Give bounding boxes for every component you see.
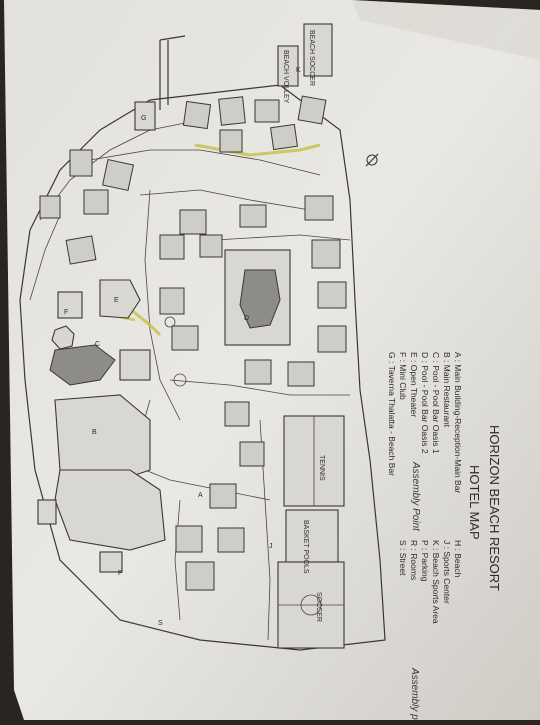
- legend-key: S: [398, 540, 408, 546]
- handwritten-assembly-point-1: Assembly Point: [410, 461, 421, 532]
- map-subtitle: HOTEL MAP: [467, 465, 482, 540]
- handwritten-assembly-point-2: Assembly point: [409, 667, 420, 720]
- map-drawing: [19, 23, 386, 651]
- legend-key: B: [442, 352, 452, 358]
- legend-text: Main Building-Reception-Main Bar: [453, 364, 463, 493]
- north-arrow-icon: [365, 153, 379, 167]
- taverna: [134, 101, 156, 131]
- label-a: A: [198, 492, 203, 499]
- tennis-label: TENNIS: [318, 455, 325, 481]
- svg-text:J : Sports Center: J : Sports Center: [442, 540, 452, 604]
- svg-text:C : Pool - Pool Bar Oasis 1: C : Pool - Pool Bar Oasis 1: [431, 352, 441, 454]
- legend-text: Taverna Thalatta - Beach Bar: [387, 366, 397, 477]
- label-p: P: [118, 570, 123, 577]
- legend-key: A: [453, 352, 463, 358]
- svg-text:B : Main Restaurant: B : Main Restaurant: [442, 352, 452, 428]
- label-c: C: [95, 341, 100, 348]
- legend-text: Open Theater: [409, 365, 419, 417]
- legend-key: H: [453, 540, 463, 546]
- legend-text: Mini Club: [398, 364, 408, 400]
- pool-d: [239, 269, 281, 329]
- legend-text: Main Restaurant: [442, 365, 452, 428]
- label-b: B: [92, 429, 97, 436]
- legend-key: C: [431, 352, 441, 358]
- label-f: F: [64, 309, 68, 316]
- main-building: [54, 469, 166, 551]
- mini-club: [57, 291, 83, 319]
- legend-key: R: [409, 540, 419, 546]
- label-g: G: [141, 115, 146, 122]
- pool-c: [49, 344, 116, 386]
- svg-text:S : Street: S : Street: [398, 540, 408, 576]
- svg-text:H : Beach: H : Beach: [453, 540, 463, 578]
- svg-text:K : Beach Sports Area: K : Beach Sports Area: [431, 540, 441, 624]
- beach-soccer-label: BEACH SOCCER: [308, 30, 315, 86]
- map-area-labels: A B C D E F G K P S J TENNIS BASKET POOL…: [64, 30, 325, 627]
- legend-text: Pool - Pool Bar Oasis 2: [420, 365, 430, 454]
- beach-volley-label: BEACH VOLLEY: [282, 50, 289, 104]
- legend-key: E: [409, 352, 419, 358]
- legend-text: Street: [398, 553, 408, 576]
- legend-text: Pool - Pool Bar Oasis 1: [431, 365, 441, 454]
- svg-text:E : Open Theater: E : Open Theater: [409, 352, 419, 417]
- legend-left: A : Main Building-Reception-Main Bar B :…: [387, 352, 463, 493]
- svg-text:F : Mini Club: F : Mini Club: [398, 352, 408, 400]
- svg-text:D : Pool - Pool Bar Oasis 2: D : Pool - Pool Bar Oasis 2: [420, 352, 430, 454]
- label-j: J: [269, 543, 273, 550]
- main-restaurant: [54, 394, 151, 481]
- label-d: D: [244, 315, 249, 322]
- legend-text: Beach Sports Area: [431, 553, 441, 624]
- legend-text: Parking: [420, 553, 430, 582]
- beach-soccer-area: [303, 23, 333, 77]
- soccer-label: SOCCER: [315, 592, 322, 622]
- legend-text: Sports Center: [442, 551, 452, 604]
- legend-key: G: [387, 352, 397, 359]
- legend-text: Beach: [453, 553, 463, 577]
- label-e: E: [114, 297, 119, 304]
- hexagon-bar: [51, 325, 75, 350]
- paper-fold-shadow: [352, 0, 540, 60]
- legend-right: H : Beach J : Sports Center K : Beach Sp…: [398, 540, 463, 624]
- beach-volley-area: [277, 45, 299, 87]
- basket-pools-label: BASKET POOLS: [302, 520, 309, 574]
- entrance-road: [159, 35, 186, 110]
- map-title: HORIZON BEACH RESORT: [487, 425, 502, 591]
- svg-text:G : Taverna Thalatta - Beach B: G : Taverna Thalatta - Beach Bar: [387, 352, 397, 476]
- label-k: K: [296, 67, 301, 74]
- room-blocks: [39, 95, 347, 591]
- legend-key: J: [442, 540, 452, 544]
- legend-key: D: [420, 352, 430, 358]
- basket-courts: [285, 509, 339, 563]
- svg-text:R : Rooms: R : Rooms: [409, 540, 419, 580]
- legend-key: K: [431, 540, 441, 546]
- legend-key: P: [420, 540, 430, 546]
- svg-text:P : Parking: P : Parking: [420, 540, 430, 582]
- svg-text:A : Main Building-Reception-Ma: A : Main Building-Reception-Main Bar: [453, 352, 463, 493]
- label-s: S: [158, 620, 163, 627]
- legend-text: Rooms: [409, 553, 419, 580]
- legend-key: F: [398, 352, 408, 357]
- open-theater: [99, 279, 141, 319]
- map-title-block: HORIZON BEACH RESORT HOTEL MAP: [467, 425, 502, 591]
